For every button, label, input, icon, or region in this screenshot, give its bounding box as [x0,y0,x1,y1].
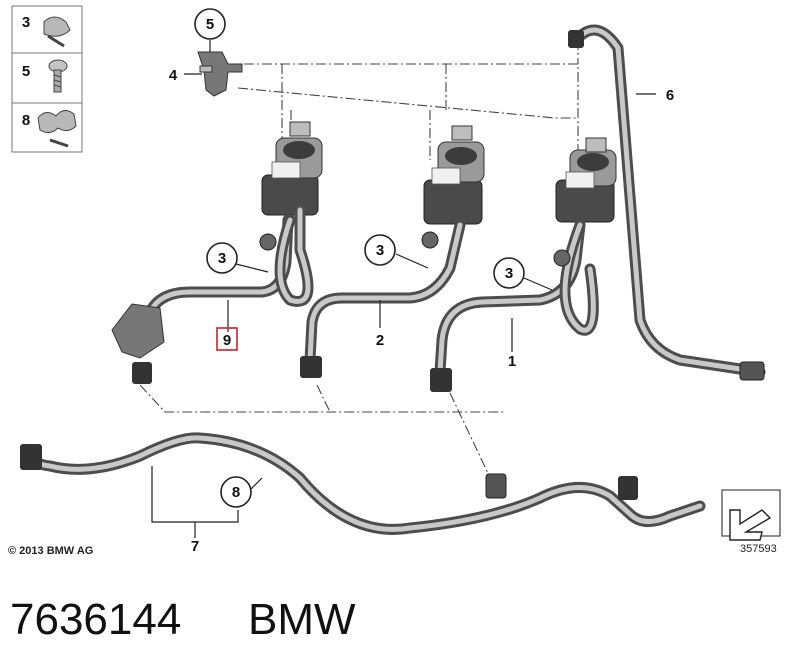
part-number: 7636144 [10,595,181,644]
legend-number-5: 5 [22,63,30,80]
bracket-part-4 [197,51,243,97]
figure-reference-box: 357593 [721,489,781,555]
valve-middle [423,125,485,225]
hose-part-2 [300,219,466,378]
callout-9-highlighted: 9 [216,327,238,351]
svg-text:8: 8 [232,484,240,501]
legend: 3 5 8 [11,5,83,153]
callout-2: 2 [376,332,384,349]
valve-right [555,137,617,223]
hose-clamp-icon [43,16,71,48]
callout-3-right: 3 [493,257,525,289]
hose-part-9 [111,204,314,384]
copyright: © 2013 BMW AG [8,545,93,557]
reference-lines [139,40,579,489]
svg-text:9: 9 [223,332,231,349]
hose-part-1 [430,219,599,392]
legend-number-8: 8 [22,112,30,129]
figure-number: 357593 [740,543,777,555]
callout-3-middle: 3 [364,234,396,266]
svg-text:5: 5 [206,16,214,33]
svg-text:3: 3 [505,265,513,282]
screw-icon [48,59,68,93]
svg-text:3: 3 [218,250,226,267]
callout-4: 4 [169,67,178,84]
legend-number-3: 3 [22,14,30,31]
leader-lines [151,40,656,538]
hose-part-7 [20,432,706,535]
brand-name: BMW [248,595,356,644]
callout-7: 7 [191,538,199,555]
callout-3-left: 3 [206,242,238,274]
double-clamp-icon [37,110,77,148]
svg-text:3: 3 [376,242,384,259]
callout-1: 1 [508,353,516,370]
arrow-icon [729,509,772,541]
callout-5: 5 [194,8,226,40]
callout-6: 6 [666,87,674,104]
valve-left [261,121,323,216]
hose-part-6 [568,24,766,381]
callout-8: 8 [220,476,252,508]
